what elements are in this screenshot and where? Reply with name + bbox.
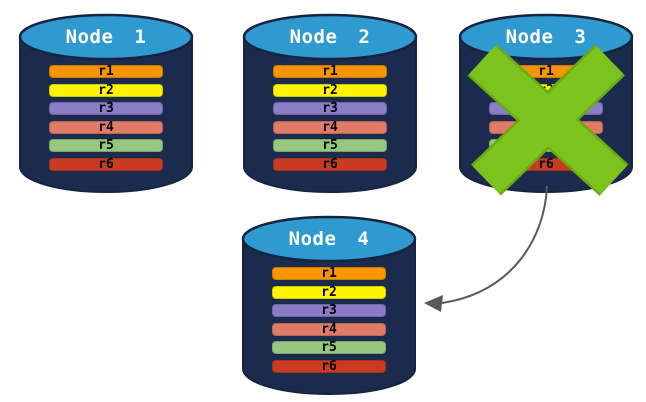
row-r1: r1 [273,64,387,79]
node-label: Node 3 [505,26,587,48]
database-node-1: Node 1 r1 r2 r3 r4 r5 r6 [17,12,195,196]
failure-x-icon [467,44,629,196]
cylinder-top [18,13,194,61]
row-list: r1 r2 r3 r4 r5 r6 [49,64,163,172]
row-r6: r6 [49,157,163,172]
database-node-3: Node 3 r1 r2 r3 r4 r5 r6 [457,12,635,196]
row-r5: r5 [273,138,387,153]
row-r6: r6 [272,359,386,374]
row-r2: r2 [49,83,163,98]
row-r3: r3 [273,101,387,116]
arrow-curve [441,185,548,304]
node-label: Node 4 [288,228,370,250]
row-r4: r4 [272,322,386,337]
row-r5: r5 [272,340,386,355]
row-r6: r6 [273,157,387,172]
database-node-4: Node 4 r1 r2 r3 r4 r5 r6 [240,214,418,398]
row-r1: r1 [49,64,163,79]
row-r5: r5 [49,138,163,153]
node-label: Node 2 [289,26,371,48]
arrow-head [424,295,443,312]
row-r2: r2 [272,285,386,300]
row-r4: r4 [49,120,163,135]
cylinder-top [458,13,634,61]
row-list: r1 r2 r3 r4 r5 r6 [272,266,386,374]
node-label: Node 1 [65,26,147,48]
row-r1: r1 [272,266,386,281]
row-r3: r3 [272,303,386,318]
row-r3: r3 [49,101,163,116]
row-r4: r4 [273,120,387,135]
cylinder-top [242,13,418,61]
row-r2: r2 [273,83,387,98]
row-list: r1 r2 r3 r4 r5 r6 [273,64,387,172]
cylinder-top [241,215,417,263]
database-node-2: Node 2 r1 r2 r3 r4 r5 r6 [241,12,419,196]
